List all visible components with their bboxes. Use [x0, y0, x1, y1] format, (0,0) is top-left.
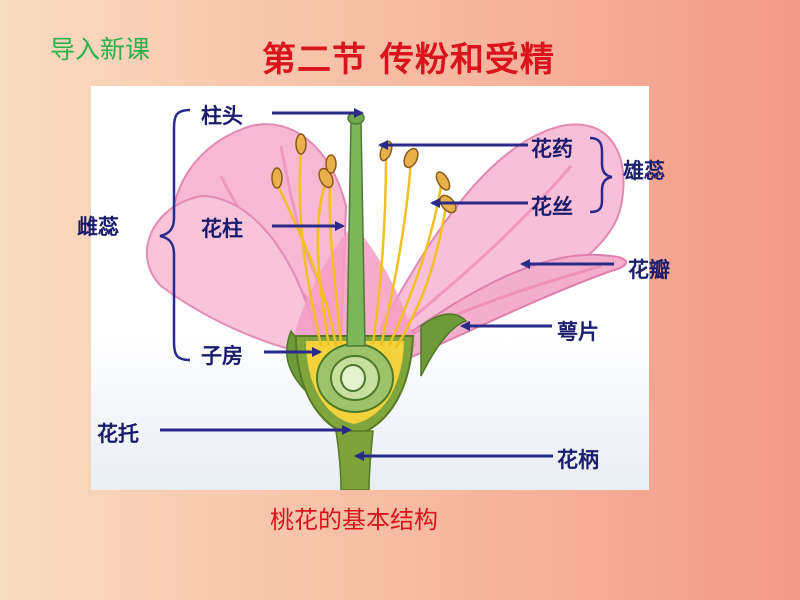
- label-ovary: 子房: [201, 344, 243, 368]
- label-petal: 花瓣: [628, 258, 670, 282]
- label-pistil: 雌蕊: [77, 215, 119, 239]
- label-anther: 花药: [531, 137, 573, 161]
- label-receptacle: 花托: [97, 422, 139, 446]
- filaments: [274, 145, 448, 349]
- ovule-inner: [340, 364, 366, 392]
- label-filament: 花丝: [531, 195, 573, 219]
- page-title: 第二节 传粉和受精: [262, 40, 555, 80]
- label-pedicel: 花柄: [557, 448, 599, 472]
- label-sepal: 萼片: [557, 320, 599, 344]
- label-style: 花柱: [201, 217, 243, 241]
- peach-flower-illustration: [145, 111, 627, 490]
- pistil-bracket: [159, 108, 191, 362]
- stamen-bracket: [589, 136, 613, 214]
- figure-caption: 桃花的基本结构: [270, 506, 438, 534]
- label-stigma: 柱头: [201, 104, 243, 128]
- label-stamen: 雄蕊: [623, 159, 665, 183]
- section-label: 导入新课: [50, 35, 151, 64]
- petal-far-right: [390, 253, 627, 368]
- petal-far-left: [145, 194, 323, 358]
- flower-figure: [91, 86, 649, 490]
